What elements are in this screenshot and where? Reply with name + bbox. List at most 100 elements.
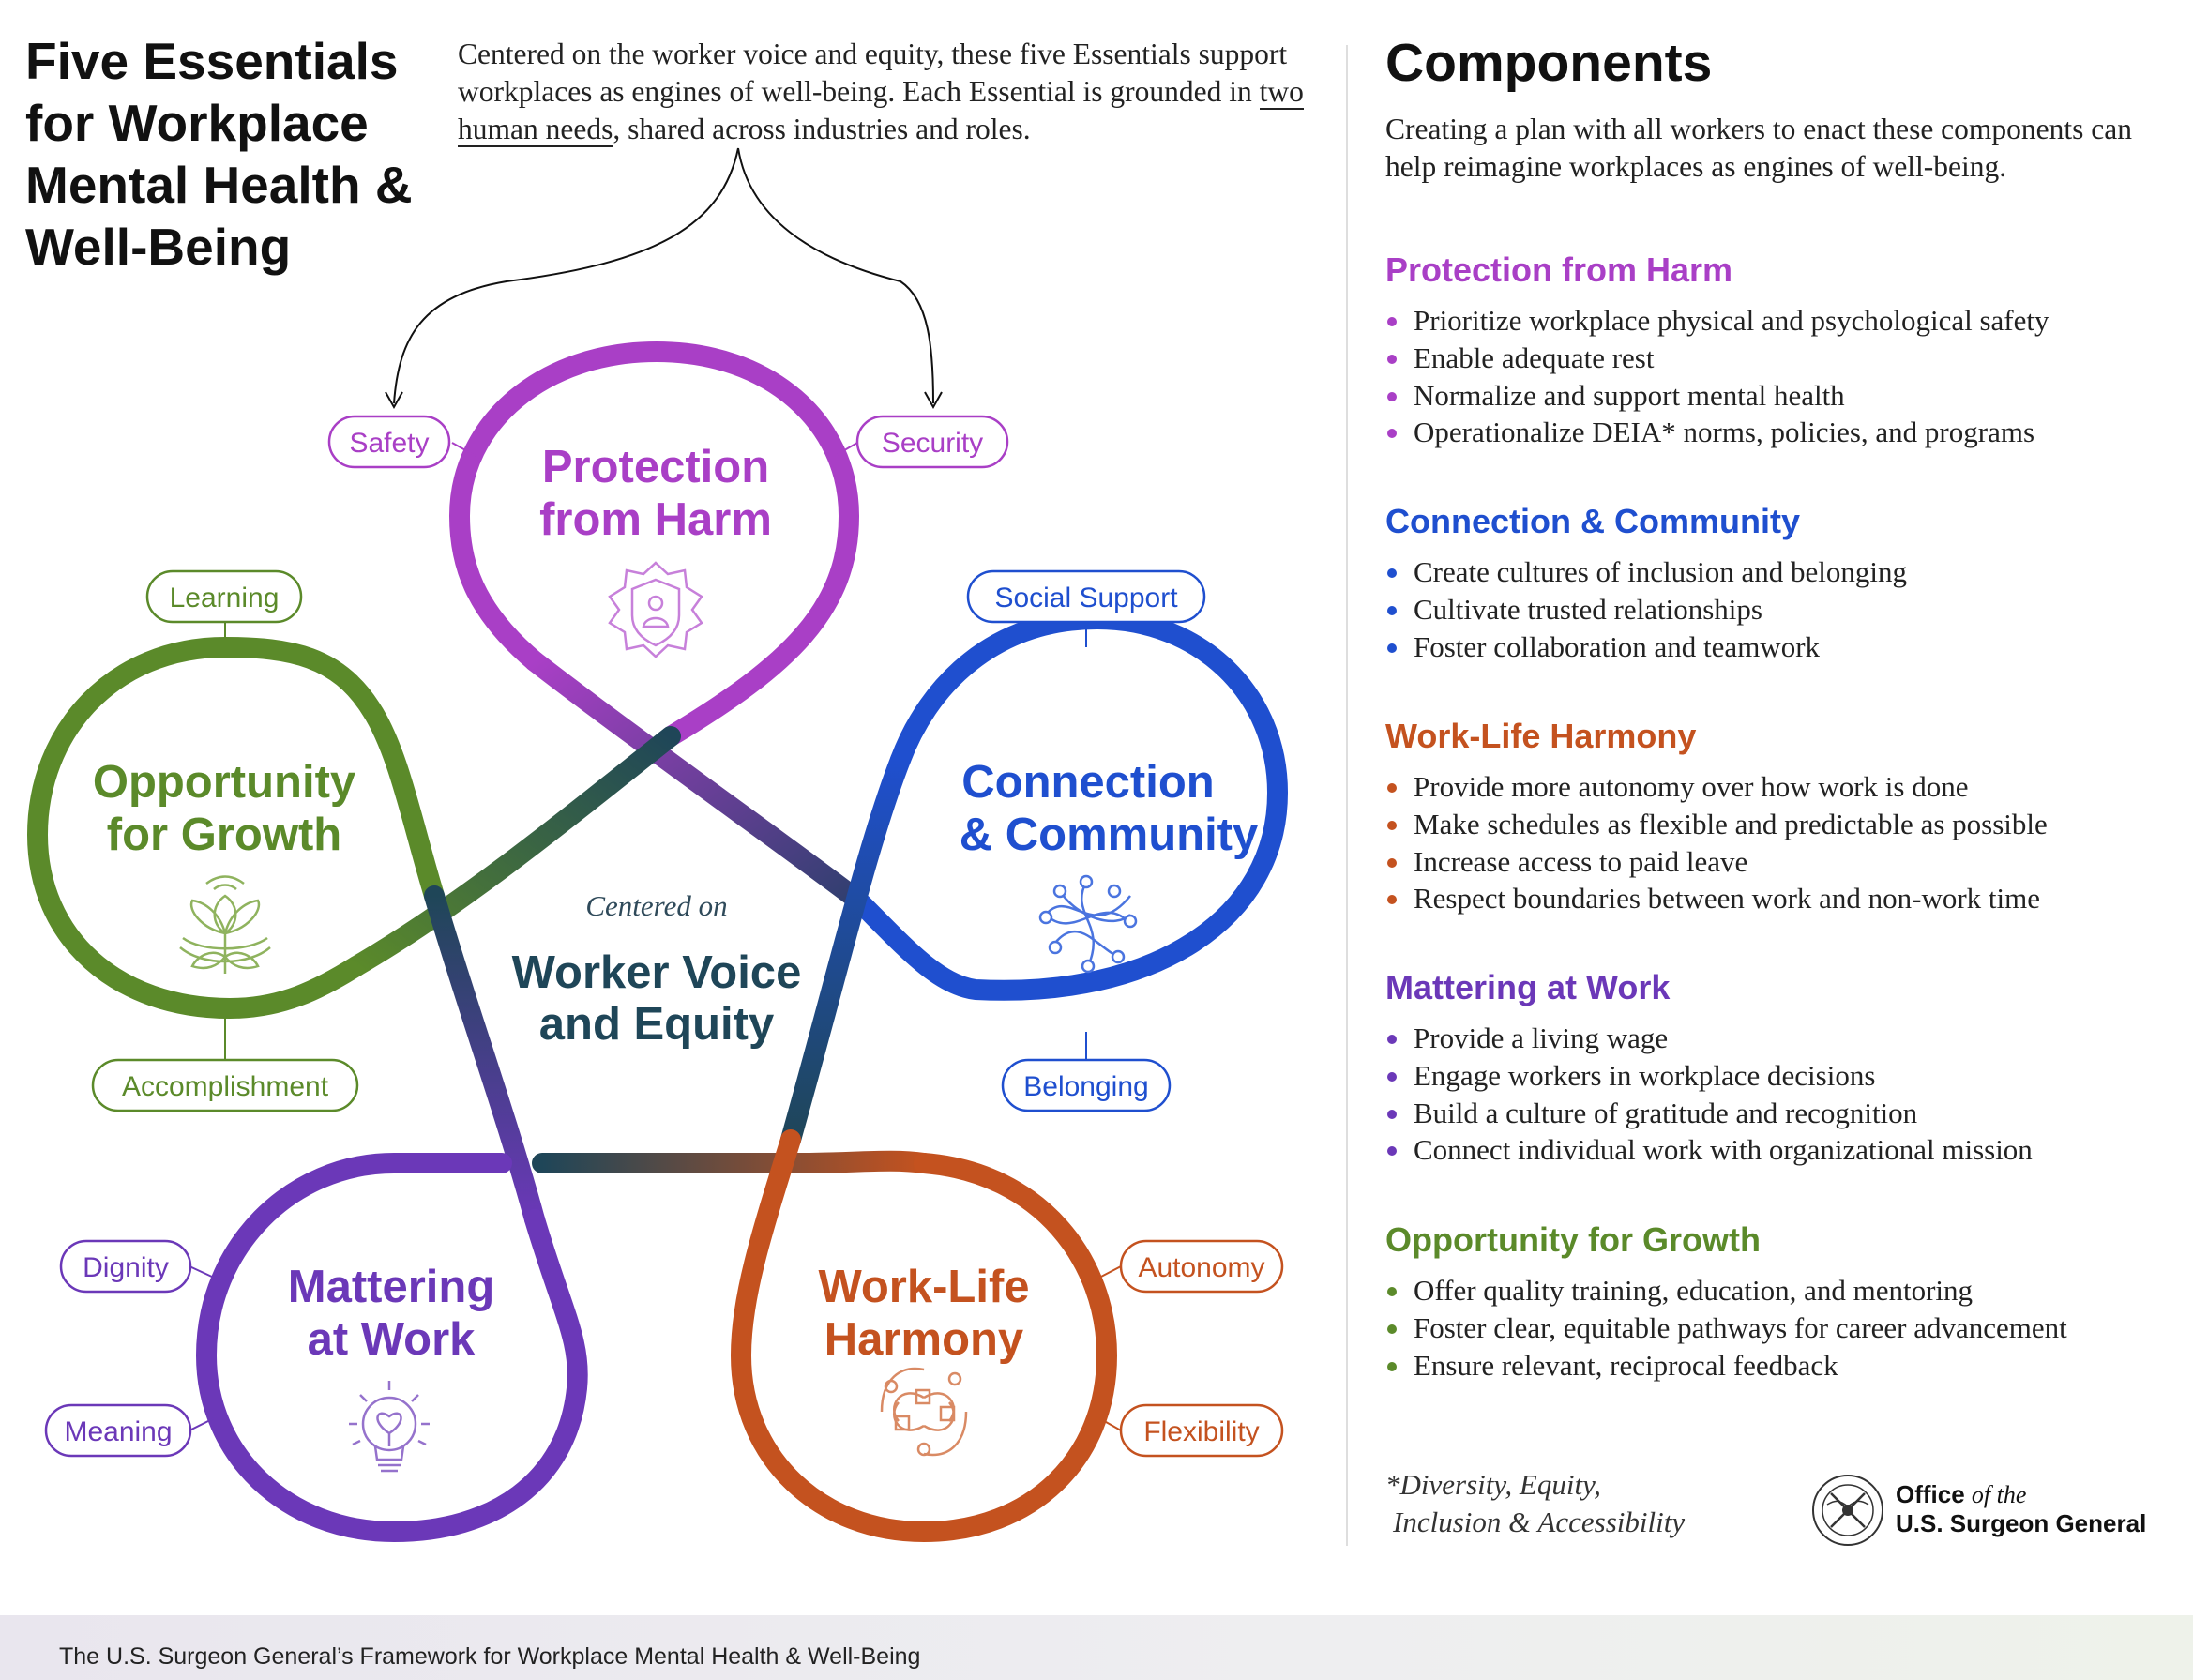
need-pill-autonomy: [1119, 1239, 1284, 1294]
need-pill-safety: [327, 415, 451, 469]
protection-to-connection-band: [524, 651, 869, 911]
list-item: Normalize and support mental health: [1385, 377, 2049, 415]
connection-title-line1: Connection: [961, 757, 1214, 808]
meaning-connector: [189, 1417, 215, 1431]
list-item: Engage workers in workplace decisions: [1385, 1057, 2033, 1095]
need-pill-security: [855, 415, 1009, 469]
list-item: Make schedules as flexible and predictab…: [1385, 806, 2048, 843]
need-pill-belonging: [1001, 1058, 1172, 1112]
office-surgeon-general-wordmark: Office of the U.S. Surgeon General: [1896, 1480, 2146, 1537]
connection-title-line2: & Community: [960, 810, 1259, 860]
section-title-growth: Opportunity for Growth: [1385, 1220, 1761, 1259]
need-meaning: Meaning: [64, 1416, 172, 1447]
need-pill-learning: [145, 569, 303, 624]
worklife-title-line1: Work-Life: [818, 1262, 1029, 1312]
footer-bar: The U.S. Surgeon General’s Framework for…: [0, 1615, 2193, 1680]
lightbulb-heart-icon: [349, 1381, 430, 1473]
of-the-word: of the: [1971, 1481, 2027, 1508]
list-item: Foster collaboration and teamwork: [1385, 628, 1907, 666]
need-autonomy: Autonomy: [1138, 1252, 1264, 1283]
connection-loop: [848, 609, 1288, 1001]
list-item: Enable adequate rest: [1385, 340, 2049, 377]
list-item: Connect individual work with organizatio…: [1385, 1131, 2033, 1169]
need-pill-accomplishment: [91, 1058, 359, 1112]
need-flexibility: Flexibility: [1143, 1416, 1259, 1447]
components-heading: Components: [1385, 33, 1713, 93]
center-title-line1: Worker Voice: [512, 947, 802, 998]
intro-text: Centered on the worker voice and equity,…: [458, 36, 1321, 148]
need-learning: Learning: [170, 583, 280, 613]
list-item: Increase access to paid leave: [1385, 843, 2048, 881]
section-title-worklife: Work-Life Harmony: [1385, 717, 1697, 755]
need-accomplishment: Accomplishment: [122, 1071, 329, 1102]
section-list-worklife: Provide more autonomy over how work is d…: [1385, 768, 2048, 917]
section-list-mattering: Provide a living wage Engage workers in …: [1385, 1020, 2033, 1169]
dignity-connector: [189, 1265, 215, 1279]
worklife-title-line2: Harmony: [824, 1314, 1023, 1365]
pinwheel-icon: [880, 1367, 968, 1457]
security-connector: [834, 442, 858, 457]
list-item: Provide more autonomy over how work is d…: [1385, 768, 2048, 806]
five-essentials-diagram: Safety Security Learning Accomplishment …: [27, 147, 1288, 1542]
section-list-connection: Create cultures of inclusion and belongi…: [1385, 553, 1907, 665]
network-icon: [1038, 874, 1138, 974]
need-safety: Safety: [349, 428, 429, 459]
security-arrowhead: [924, 391, 943, 410]
deia-footnote: *Diversity, Equity, Inclusion & Accessib…: [1385, 1466, 1685, 1541]
need-pill-dignity: [59, 1239, 192, 1294]
need-pill-flexibility: [1119, 1403, 1284, 1458]
footer-text: The U.S. Surgeon General’s Framework for…: [59, 1643, 921, 1670]
need-security: Security: [882, 428, 983, 459]
column-divider: [1346, 45, 1348, 1546]
intro-after: , shared across industries and roles.: [613, 113, 1031, 145]
growth-title-line2: for Growth: [107, 810, 341, 860]
growth-to-protection-band: [346, 726, 681, 976]
page-title: Five Essentials for Workplace Mental Hea…: [25, 32, 413, 276]
footnote-line1: *Diversity, Equity,: [1385, 1468, 1601, 1501]
components-intro: Creating a plan with all workers to enac…: [1385, 113, 2132, 183]
need-belonging: Belonging: [1023, 1071, 1148, 1102]
section-title-mattering: Mattering at Work: [1385, 968, 1671, 1006]
need-dignity: Dignity: [83, 1252, 169, 1283]
center-kicker: Centered on: [585, 889, 727, 922]
surgeon-general-word: U.S. Surgeon General: [1896, 1509, 2147, 1537]
public-health-service-seal-icon: [1812, 1475, 1883, 1546]
list-item: Foster clear, equitable pathways for car…: [1385, 1309, 2067, 1347]
need-social-support: Social Support: [994, 583, 1178, 613]
list-item: Operationalize DEIA* norms, policies, an…: [1385, 414, 2049, 451]
section-title-connection: Connection & Community: [1385, 502, 1800, 540]
mattering-to-worklife-band: [532, 1150, 934, 1173]
intro-underline: two human needs: [458, 75, 1304, 147]
footnote-line2: Inclusion & Accessibility: [1393, 1506, 1686, 1538]
protection-loop: [449, 341, 859, 747]
section-list-growth: Offer quality training, education, and m…: [1385, 1272, 2067, 1384]
list-item: Prioritize workplace physical and psycho…: [1385, 302, 2049, 340]
safety-arrowhead: [385, 391, 403, 410]
list-item: Cultivate trusted relationships: [1385, 591, 1907, 628]
protection-title-line2: from Harm: [539, 494, 772, 545]
intro-before: Centered on the worker voice and equity,…: [458, 38, 1288, 108]
need-pill-social-support: [966, 569, 1206, 624]
protection-title-line1: Protection: [542, 442, 769, 492]
center-title-line2: and Equity: [539, 999, 774, 1050]
mattering-loop: [196, 1152, 588, 1542]
connection-to-worklife-band: [780, 749, 911, 1150]
list-item: Build a culture of gratitude and recogni…: [1385, 1095, 2033, 1132]
lotus-icon: [179, 875, 271, 974]
worklife-loop: [731, 1129, 1117, 1542]
office-word: Office: [1896, 1480, 1965, 1508]
list-item: Respect boundaries between work and non-…: [1385, 880, 2048, 917]
mattering-title-line2: at Work: [308, 1314, 476, 1365]
shield-person-icon: [608, 561, 703, 658]
list-item: Ensure relevant, reciprocal feedback: [1385, 1347, 2067, 1385]
intro-to-safety-arrow: [393, 147, 739, 404]
growth-to-mattering-band: [424, 885, 545, 1230]
autonomy-connector: [1098, 1265, 1122, 1279]
list-item: Create cultures of inclusion and belongi…: [1385, 553, 1907, 591]
mattering-title-line1: Mattering: [288, 1262, 495, 1312]
list-item: Offer quality training, education, and m…: [1385, 1272, 2067, 1309]
safety-connector: [451, 442, 476, 457]
intro-to-security-arrow: [737, 147, 934, 404]
section-title-protection: Protection from Harm: [1385, 250, 1733, 289]
growth-title-line1: Opportunity: [93, 757, 355, 808]
